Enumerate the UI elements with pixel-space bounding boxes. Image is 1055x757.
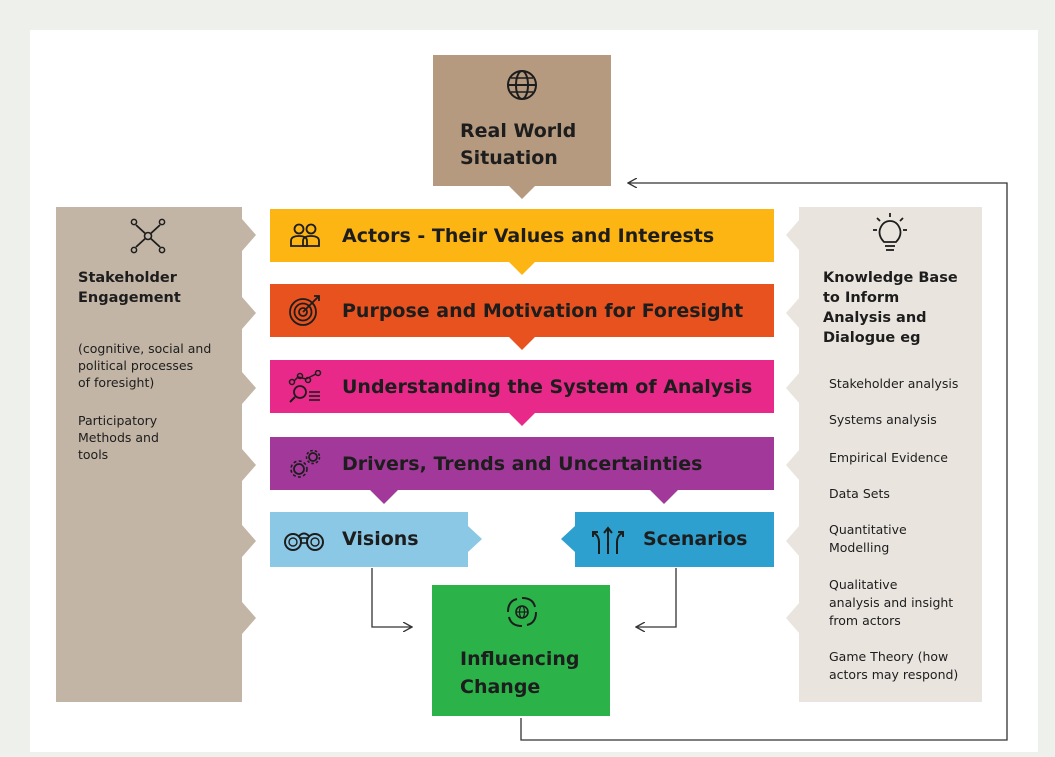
stakeholder-engagement-panel <box>56 207 242 702</box>
purpose-label: Purpose and Motivation for Foresight <box>342 299 744 322</box>
globe-swirl-icon <box>507 597 537 627</box>
stakeholder-title-line1: Stakeholder <box>78 270 177 286</box>
left-panel-notches <box>242 219 256 634</box>
stakeholder-methods-line1: Participatory <box>78 413 158 428</box>
knowledge-item-line: actors may respond) <box>829 667 959 682</box>
knowledge-item: Qualitative analysis and insight from ac… <box>829 576 953 630</box>
actors-label: Actors - Their Values and Interests <box>342 224 715 247</box>
real-world-pointer <box>509 186 535 199</box>
knowledge-title-line2: to Inform <box>823 290 900 306</box>
real-world-title-line2: Situation <box>460 147 558 169</box>
knowledge-item: Stakeholder analysis <box>829 375 958 393</box>
knowledge-item-line: from actors <box>829 613 901 628</box>
knowledge-title-line1: Knowledge Base <box>823 270 958 286</box>
feedback-loop-line <box>520 183 1008 741</box>
knowledge-item: Quantitative Modelling <box>829 521 907 557</box>
target-icon <box>289 295 320 326</box>
knowledge-item-line: Quantitative <box>829 522 907 537</box>
visions-box: Visions <box>270 512 468 567</box>
gears-icon <box>290 449 321 478</box>
drivers-pointer-left <box>370 490 398 504</box>
knowledge-title-line3: Analysis and <box>823 310 927 326</box>
right-panel-notches <box>786 219 800 634</box>
knowledge-item-line: Game Theory (how <box>829 649 949 664</box>
globe-icon <box>507 70 537 100</box>
stakeholder-note-line1: (cognitive, social and <box>78 341 212 356</box>
stakeholder-methods-line3: tools <box>78 447 109 462</box>
drivers-pointer-right <box>650 490 678 504</box>
real-world-title-line1: Real World <box>460 120 577 142</box>
purpose-band: Purpose and Motivation for Foresight <box>270 284 774 337</box>
influencing-title-line1: Influencing <box>460 648 580 670</box>
stakeholder-note-line3: of foresight) <box>78 375 155 390</box>
knowledge-base-panel <box>799 207 982 702</box>
knowledge-item: Data Sets <box>829 485 890 503</box>
purpose-pointer <box>509 337 535 350</box>
diverging-arrows-icon <box>592 526 624 554</box>
actors-band: Actors - Their Values and Interests <box>270 209 774 262</box>
people-icon <box>290 223 320 247</box>
influencing-change-box: Influencing Change <box>432 585 610 716</box>
actors-pointer <box>509 262 535 275</box>
knowledge-item-line: Data Sets <box>829 486 890 501</box>
scenarios-to-change-line <box>636 568 677 627</box>
knowledge-item-line: analysis and insight <box>829 595 954 610</box>
lightbulb-icon <box>873 213 907 251</box>
visions-label: Visions <box>342 528 419 550</box>
knowledge-item: Empirical Evidence <box>829 449 948 467</box>
scenarios-label: Scenarios <box>643 528 748 550</box>
analysis-icon <box>288 370 322 403</box>
knowledge-item-line: Stakeholder analysis <box>829 376 959 391</box>
knowledge-item-line: Qualitative <box>829 577 898 592</box>
knowledge-item-line: Empirical Evidence <box>829 450 948 465</box>
system-analysis-label: Understanding the System of Analysis <box>342 375 753 398</box>
network-icon <box>130 218 166 254</box>
knowledge-item-line: Modelling <box>829 540 890 555</box>
drivers-label: Drivers, Trends and Uncertainties <box>342 452 703 475</box>
scenarios-box: Scenarios <box>575 512 774 567</box>
drivers-band: Drivers, Trends and Uncertainties <box>270 437 774 490</box>
stakeholder-title-line2: Engagement <box>78 290 181 306</box>
system-analysis-band: Understanding the System of Analysis <box>270 360 774 413</box>
stakeholder-note-line2: political processes <box>78 358 194 373</box>
knowledge-title-line4: Dialogue eg <box>823 330 921 346</box>
real-world-situation-box: Real World Situation <box>433 55 611 186</box>
scenarios-pointer <box>561 526 575 552</box>
visions-pointer <box>468 526 482 552</box>
visions-to-change-line <box>371 568 412 627</box>
influencing-title-line2: Change <box>460 676 541 698</box>
stakeholder-methods-line2: Methods and <box>78 430 159 445</box>
binoculars-icon <box>284 532 324 551</box>
knowledge-item: Game Theory (how actors may respond) <box>829 648 958 684</box>
knowledge-item: Systems analysis <box>829 411 937 429</box>
system-analysis-pointer <box>509 413 535 426</box>
knowledge-item-line: Systems analysis <box>829 412 937 427</box>
